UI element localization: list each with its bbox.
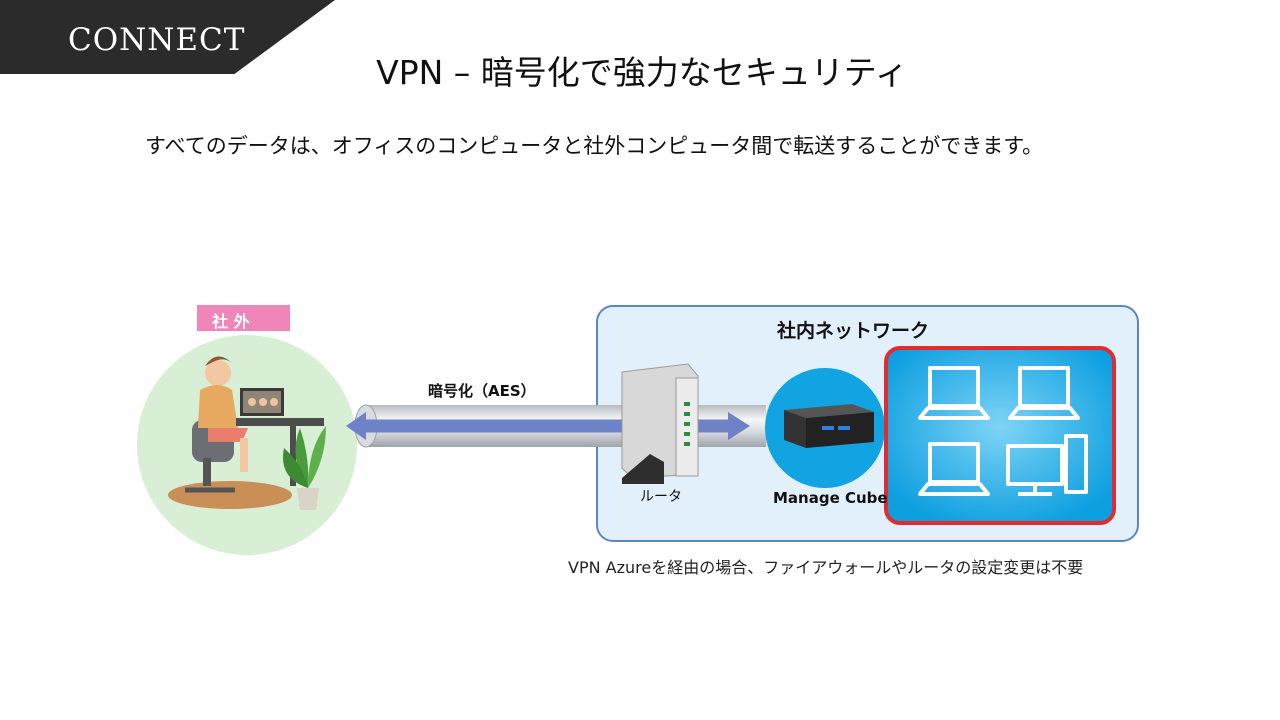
page-title: VPN – 暗号化で強力なセキュリティ	[376, 53, 908, 92]
plant-icon	[283, 426, 326, 510]
network-label: 社内ネットワーク	[777, 320, 930, 342]
laptop-icon	[918, 366, 990, 420]
woman-at-desk-icon	[168, 356, 324, 509]
diagram-caption: VPN Azureを経由の場合、ファイアウォールやルータの設定変更は不要	[568, 558, 1084, 577]
laptop-icon	[918, 442, 990, 496]
outside-badge	[197, 305, 290, 331]
manage-cube-label: Manage Cube	[773, 489, 888, 507]
page-subtitle: すべてのデータは、オフィスのコンピュータと社外コンピュータ間で転送することができ…	[145, 134, 1044, 158]
tunnel-label: 暗号化（AES）	[428, 382, 536, 400]
desktop-pc-icon	[1006, 434, 1088, 496]
laptop-icon	[1008, 366, 1080, 420]
router-icon	[621, 363, 699, 484]
router-label: ルータ	[640, 489, 682, 505]
mini-pc-icon	[784, 404, 874, 448]
outside-label: 社 外	[212, 312, 250, 331]
section-tag-label: CONNECT	[68, 22, 246, 58]
device-panel	[884, 346, 1116, 525]
